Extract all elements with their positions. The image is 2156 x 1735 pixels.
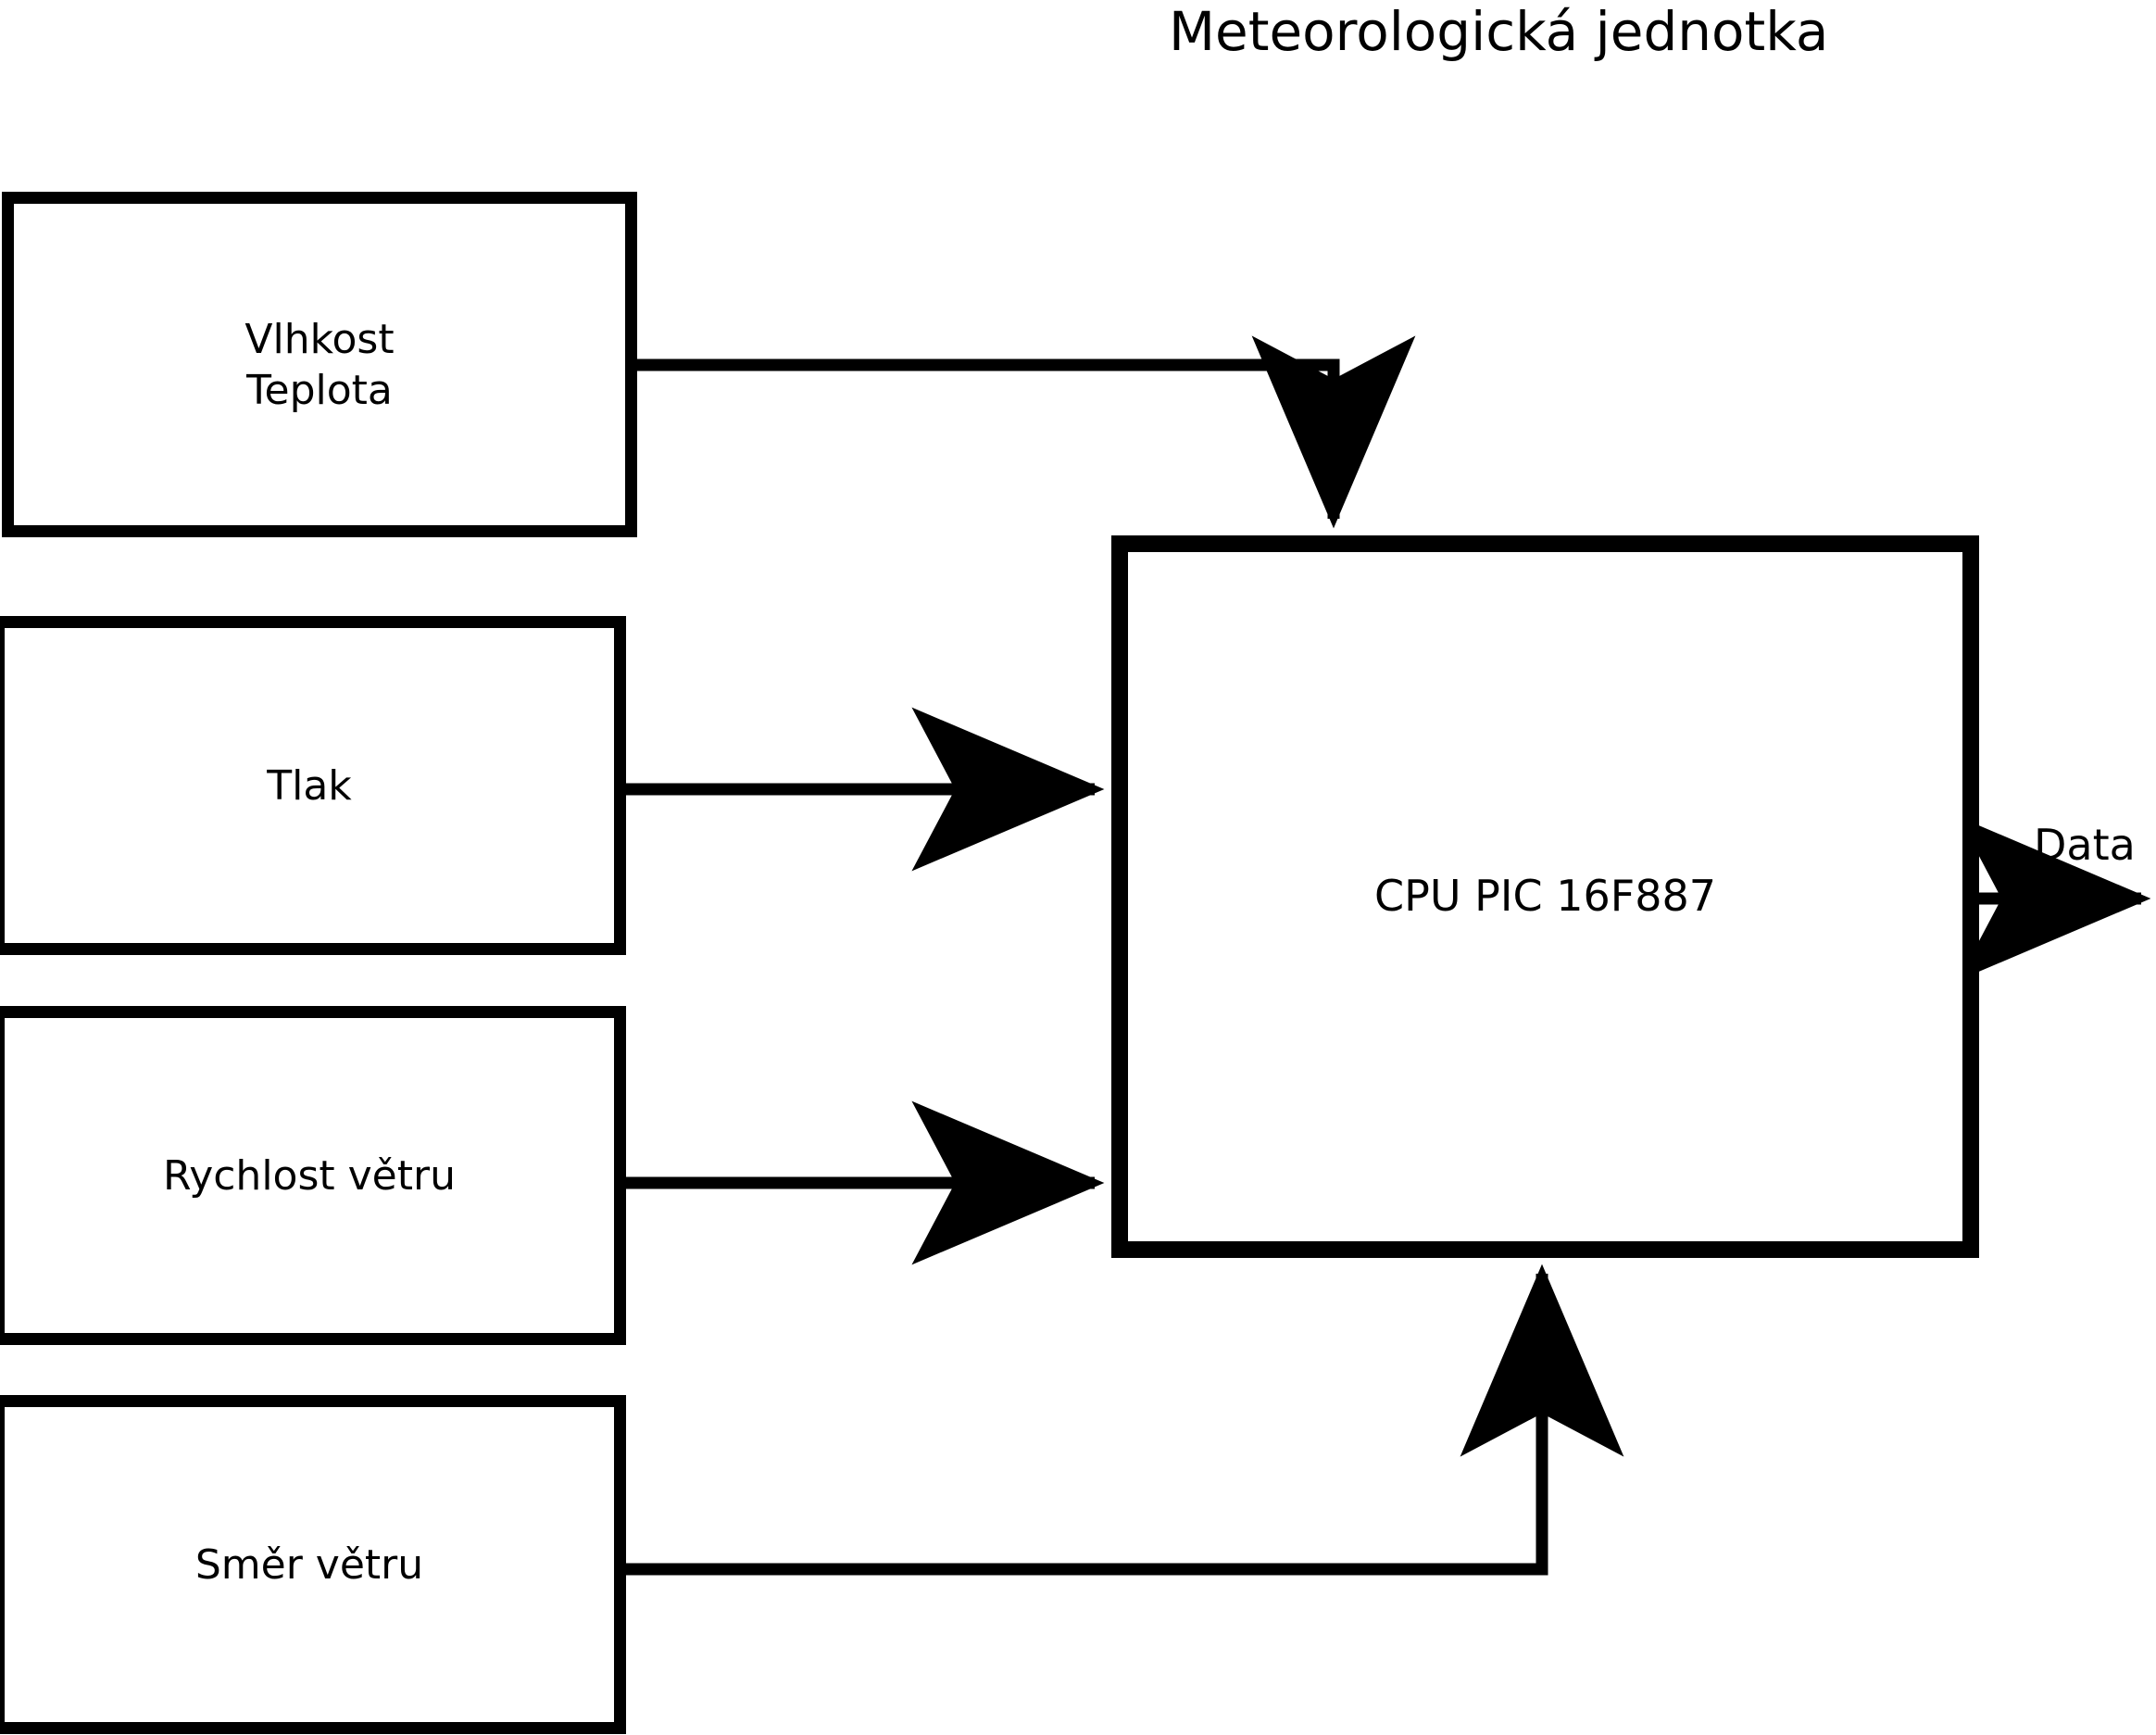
block-wind-direction-label: Směr větru (194, 1540, 424, 1589)
block-cpu-label: CPU PIC 16F887 (1374, 871, 1716, 922)
block-humidity-temperature[interactable]: Vlhkost Teplota (2, 192, 637, 537)
block-cpu[interactable]: CPU PIC 16F887 (1111, 535, 1979, 1258)
edge-humidity-to-cpu (626, 335, 1416, 529)
block-humidity-temperature-label: Vlhkost Teplota (244, 315, 395, 414)
block-wind-direction[interactable]: Směr větru (0, 1395, 626, 1734)
block-wind-speed[interactable]: Rychlost větru (0, 1006, 626, 1345)
edge-wind-direction-to-cpu (626, 1264, 1624, 1576)
block-pressure-label: Tlak (267, 761, 352, 810)
page-title: Meteorologická jednotka (1169, 0, 1829, 63)
block-pressure[interactable]: Tlak (0, 616, 626, 955)
block-wind-speed-label: Rychlost větru (163, 1151, 456, 1200)
edge-label-data: Data (2034, 820, 2136, 870)
